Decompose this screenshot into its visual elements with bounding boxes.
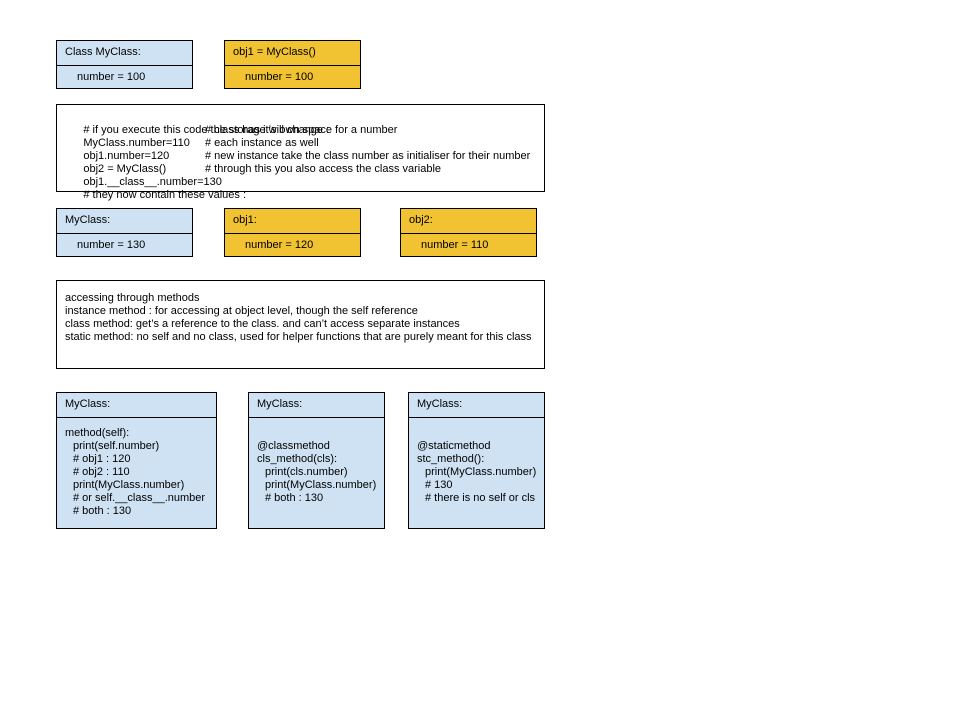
instance-method-box-header: MyClass: <box>57 393 216 418</box>
code-line: print(self.number) <box>73 440 160 452</box>
instance-method-box: MyClass: method(self): print(self.number… <box>56 392 217 529</box>
code-line: obj1.number=120 # each instance as well <box>65 137 540 162</box>
code-line: cls_method(cls): <box>257 453 338 465</box>
code-text: obj1.number=120 <box>83 150 170 162</box>
code-line: obj1.__class__.number=130# through this … <box>65 163 540 188</box>
obj2-box-value: number = 110 <box>421 239 489 251</box>
code-text: obj2 = MyClass() <box>83 163 167 175</box>
code-line: MyClass.number=110 # class has it’s own s… <box>65 124 540 149</box>
code-line <box>417 427 540 440</box>
code-text: # if you execute this code the storage w… <box>83 124 330 136</box>
code-line: # obj2 : 110 <box>73 466 130 478</box>
obj1-box-value: number = 100 <box>245 71 314 83</box>
code-line: print(cls.number) <box>265 466 348 478</box>
code-line: # there is no self or cls <box>425 492 536 504</box>
code-text: MyClass.number=110 <box>83 137 190 149</box>
code-text: # they now contain these values : <box>83 189 247 201</box>
methods-note: accessing through methods instance metho… <box>56 280 545 369</box>
obj2-box-header: obj2: <box>401 209 536 234</box>
code-comment: # each instance as well <box>205 137 319 149</box>
methods-note-line: accessing through methods <box>65 292 200 304</box>
class-method-box: MyClass: @classmethod cls_method(cls): p… <box>248 392 385 529</box>
code-line: # if you execute this code the storage w… <box>65 111 540 136</box>
class-method-box-lines: @classmethod cls_method(cls): print(cls.… <box>257 427 380 505</box>
code-line: method(self): <box>65 427 130 439</box>
code-line: @classmethod <box>257 440 330 452</box>
code-line <box>257 427 380 440</box>
class-box-initial: Class MyClass: number = 100 <box>56 40 193 89</box>
code-line: print(MyClass.number) <box>73 479 185 491</box>
obj1-box-updated: obj1: number = 120 <box>224 208 361 257</box>
static-method-box: MyClass: @staticmethod stc_method(): pri… <box>408 392 545 529</box>
code-line: @staticmethod <box>417 440 491 452</box>
code-line: # both : 130 <box>265 492 324 504</box>
instance-method-box-lines: method(self): print(self.number) # obj1 … <box>65 427 212 518</box>
code-note-lines: # if you execute this code the storage w… <box>65 111 540 201</box>
code-comment: # class has it’s own space for a number <box>205 124 398 136</box>
methods-note-line: class method: get’s a reference to the c… <box>65 318 460 330</box>
code-comment: # through this you also access the class… <box>205 163 442 175</box>
obj1-box-header: obj1: <box>225 209 360 234</box>
class-box-header: MyClass: <box>57 209 192 234</box>
class-box-value: number = 100 <box>77 71 146 83</box>
code-line: # both : 130 <box>73 505 132 517</box>
code-line: # obj1 : 120 <box>73 453 131 465</box>
methods-note-line: instance method : for accessing at objec… <box>65 305 418 317</box>
code-line: print(MyClass.number) <box>425 466 537 478</box>
code-line: # they now contain these values : <box>65 176 540 201</box>
code-text: obj1.__class__.number=130 <box>83 176 222 188</box>
code-note: # if you execute this code the storage w… <box>56 104 545 201</box>
obj1-box-header: obj1 = MyClass() <box>225 41 360 66</box>
class-method-box-header: MyClass: <box>249 393 384 418</box>
obj1-box-value: number = 120 <box>245 239 314 251</box>
static-method-box-header: MyClass: <box>409 393 544 418</box>
methods-note-line: static method: no self and no class, use… <box>65 331 532 343</box>
obj2-box: obj2: number = 110 <box>400 208 537 257</box>
static-method-box-lines: @staticmethod stc_method(): print(MyClas… <box>417 427 540 505</box>
obj1-box-initial: obj1 = MyClass() number = 100 <box>224 40 361 89</box>
code-line: obj2 = MyClass() # new instance take the … <box>65 150 540 175</box>
class-box-header: Class MyClass: <box>57 41 192 66</box>
methods-note-lines: accessing through methods instance metho… <box>65 292 540 344</box>
code-line: # 130 <box>425 479 453 491</box>
code-line: print(MyClass.number) <box>265 479 377 491</box>
code-comment: # new instance take the class number as … <box>205 150 531 162</box>
code-line: # or self.__class__.number <box>73 492 206 504</box>
code-line: stc_method(): <box>417 453 485 465</box>
class-box-updated: MyClass: number = 130 <box>56 208 193 257</box>
class-box-value: number = 130 <box>77 239 146 251</box>
